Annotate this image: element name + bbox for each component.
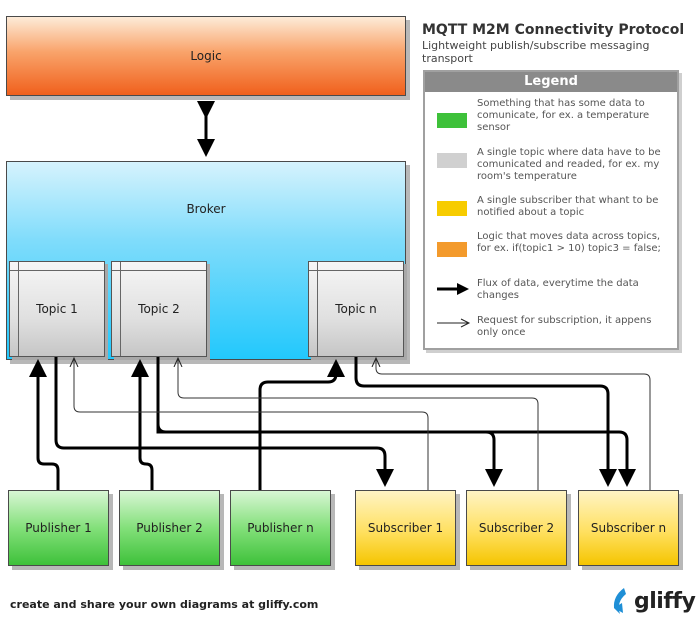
logic-label: Logic [190, 49, 222, 63]
grey-swatch [437, 153, 467, 168]
subscriber-n-node[interactable]: Subscriber n [578, 490, 679, 566]
publisher-label: Publisher 2 [136, 521, 203, 535]
footer-link[interactable]: create and share your own diagrams at gl… [10, 598, 319, 611]
gliffy-logo-icon [613, 588, 626, 614]
legend-title: Legend [425, 72, 677, 92]
subscriber-1-subscribe-request [74, 358, 429, 490]
subscriber-label: Subscriber n [590, 521, 667, 535]
topic-1-to-subscriber-n-flow [56, 432, 158, 440]
legend-panel: Legend Something that has some data to c… [423, 70, 679, 350]
subscriber-label: Subscriber 1 [367, 521, 444, 535]
topic-2-to-subscriber-n-flow [156, 424, 636, 487]
legend-item-text: Logic that moves data across topics, for… [477, 231, 661, 254]
legend-item-text: Something that has some data to comunica… [477, 98, 650, 133]
gliffy-logo-text: gliffy [634, 588, 696, 614]
subscriber-2-node[interactable]: Subscriber 2 [466, 490, 567, 566]
topic-n-node[interactable]: Topic n [308, 261, 404, 357]
publisher-1-to-topic-1-flow [29, 359, 60, 490]
yellow-swatch [437, 201, 467, 216]
subscriber-label: Subscriber 2 [478, 521, 555, 535]
thin-arrow-icon [437, 318, 471, 328]
legend-item-text: Request for subscription, it appens only… [477, 315, 652, 338]
topic-n-to-subscriber-n-flow [354, 357, 617, 487]
subscriber-n-subscribe-request [376, 358, 651, 490]
publisher-n-to-topic-n-flow [258, 359, 345, 490]
subscriber-2-subscribe-request [178, 358, 539, 490]
topic-1-to-subscriber-1-flow [54, 357, 394, 487]
topic-label: Topic 2 [138, 302, 180, 316]
subscriber-1-node[interactable]: Subscriber 1 [355, 490, 456, 566]
thick-arrow-icon [437, 283, 469, 295]
legend-item-text: A single subscriber that whant to be not… [477, 195, 659, 218]
topic-2-to-subscriber-2-flow [156, 357, 503, 487]
publisher-label: Publisher n [247, 521, 314, 535]
publisher-1-node[interactable]: Publisher 1 [8, 490, 109, 566]
diagram-subtitle: Lightweight publish/subscribe messaging … [422, 39, 650, 65]
orange-swatch [437, 242, 467, 257]
topic-2-node[interactable]: Topic 2 [111, 261, 207, 357]
topic-1-node[interactable]: Topic 1 [9, 261, 105, 357]
publisher-n-node[interactable]: Publisher n [230, 490, 331, 566]
gliffy-logo[interactable]: gliffy [610, 584, 696, 618]
legend-item-text: A single topic where data have to be com… [477, 147, 661, 182]
broker-label: Broker [186, 202, 226, 216]
diagram-title: MQTT M2M Connectivity Protocol [422, 22, 685, 38]
publisher-2-node[interactable]: Publisher 2 [119, 490, 220, 566]
green-swatch [437, 113, 467, 128]
publisher-label: Publisher 1 [25, 521, 92, 535]
topic-label: Topic 1 [36, 302, 78, 316]
publisher-2-to-topic-2-flow [131, 359, 154, 490]
topic-label: Topic n [335, 302, 377, 316]
logic-node[interactable]: Logic [6, 16, 406, 96]
legend-item-text: Flux of data, everytime the data changes [477, 278, 639, 301]
